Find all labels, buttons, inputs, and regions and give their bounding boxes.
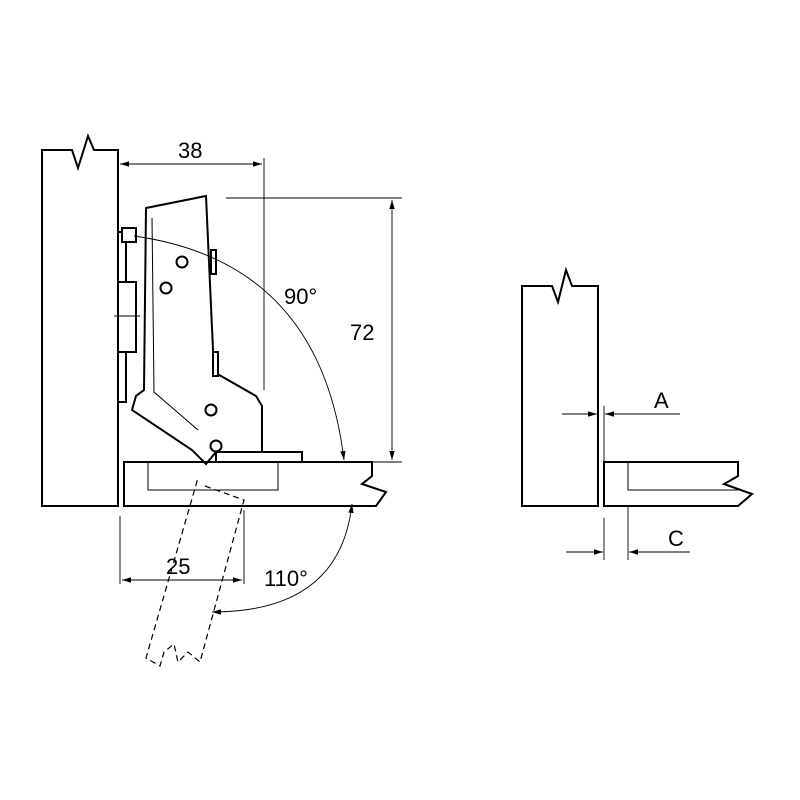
angle-110: 110° [211,503,354,615]
dim-a-label: A [654,388,669,413]
dimension-72: 72 [226,197,402,463]
mounting-plate [114,227,140,403]
dimension-38: 38 [117,138,265,390]
hinge-hole-1 [175,255,189,269]
angle-90: 90° [133,235,346,461]
right-assembly: A C [521,266,754,560]
overlay-door [603,461,754,507]
overlay-door-recess [627,462,738,491]
dimension-25: 25 [119,510,245,584]
dim-c-label: C [668,526,684,551]
angle-110-label: 110° [264,566,308,591]
hinge-hole-4 [209,439,223,453]
hinge-cup-rim [215,451,303,463]
arm-rivet-bottom [212,351,219,377]
dimension-a: A [562,388,680,452]
hinge-hole-2 [159,281,173,295]
dim-25-label: 25 [166,554,190,579]
left-assembly: 38 72 90° 25 110° [41,133,402,667]
dim-72-label: 72 [350,320,374,345]
door-closed [123,461,388,507]
overlay-cabinet-side [521,266,599,507]
cabinet-side-panel [41,133,119,507]
dim-38-label: 38 [178,138,202,163]
hinge-arm [130,194,263,466]
cup-recess [147,462,279,491]
arm-rivet-top [210,249,217,275]
dimension-c: C [566,506,690,560]
angle-90-label: 90° [284,284,317,309]
hinge-hole-3 [204,403,218,417]
